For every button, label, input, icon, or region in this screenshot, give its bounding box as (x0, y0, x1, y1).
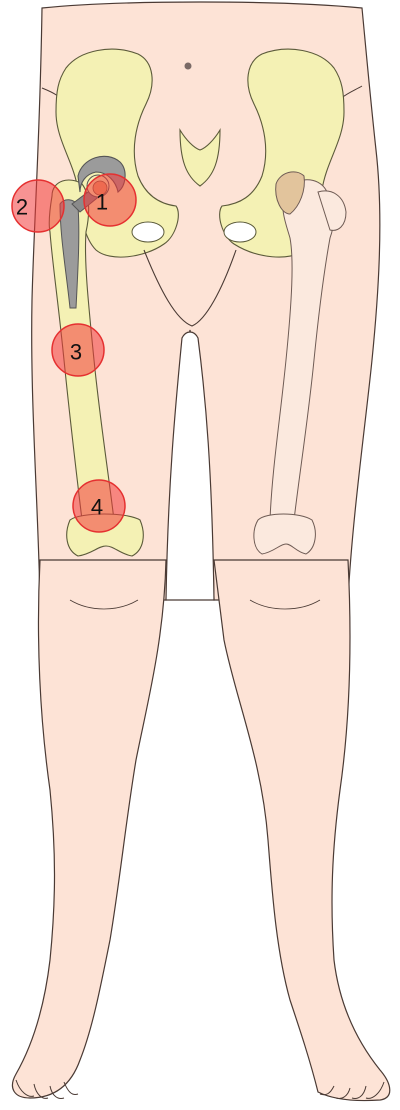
marker-4: 4 (73, 480, 125, 532)
marker-3-label: 3 (70, 340, 82, 365)
marker-1-label: 1 (96, 190, 108, 215)
navel (185, 63, 192, 70)
marker-3: 3 (52, 324, 104, 376)
marker-2-label: 2 (16, 195, 28, 220)
leg-left (12, 560, 166, 1098)
marker-1: 1 (84, 174, 136, 226)
leg-right (214, 560, 390, 1101)
marker-4-label: 4 (91, 495, 103, 520)
marker-1-circle (84, 174, 136, 226)
obturator-right (224, 222, 256, 242)
obturator-left (132, 222, 164, 242)
marker-2: 2 (12, 180, 64, 232)
